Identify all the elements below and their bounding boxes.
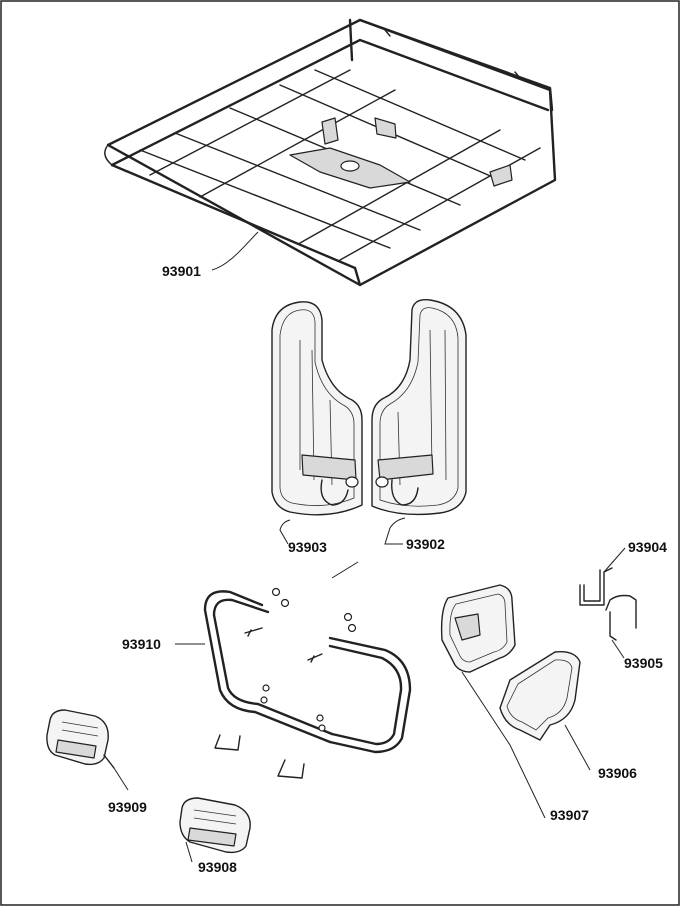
leader-93908 xyxy=(185,841,193,863)
label-93903: 93903 xyxy=(288,539,327,555)
rack-drawing xyxy=(104,18,557,287)
leader-93909 xyxy=(113,767,129,791)
leader-93901 xyxy=(211,231,259,271)
crash-bar-drawing xyxy=(203,587,412,754)
u-clip-lower-drawing xyxy=(605,594,637,641)
side-panel-right-drawing xyxy=(499,651,581,741)
footrest-left-drawing xyxy=(46,709,115,769)
label-93902: 93902 xyxy=(406,536,445,552)
label-93909: 93909 xyxy=(108,799,147,815)
u-clip-upper-drawing xyxy=(579,567,613,606)
leg-shield-right-drawing xyxy=(371,299,467,516)
label-93906: 93906 xyxy=(598,765,637,781)
leader-93907 xyxy=(461,671,546,819)
assembly-dash xyxy=(331,561,359,579)
leader-93903 xyxy=(279,519,291,545)
leader-93906 xyxy=(564,724,591,771)
leader-93905 xyxy=(611,639,625,659)
footrest-right-drawing xyxy=(179,797,251,854)
leader-93904 xyxy=(603,547,626,573)
leg-shield-left-drawing xyxy=(271,301,363,516)
label-93904: 93904 xyxy=(628,539,667,555)
crash-bar-clips xyxy=(214,734,305,779)
side-panel-left-drawing xyxy=(440,584,516,673)
label-93908: 93908 xyxy=(198,859,237,875)
label-93910: 93910 xyxy=(122,636,161,652)
label-93907: 93907 xyxy=(550,807,589,823)
label-93905: 93905 xyxy=(624,655,663,671)
leader-93902 xyxy=(384,517,406,545)
label-93901: 93901 xyxy=(162,263,201,279)
